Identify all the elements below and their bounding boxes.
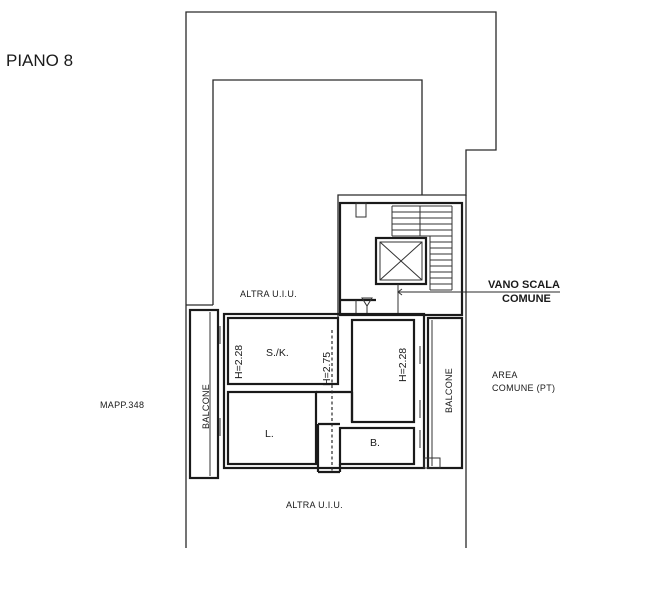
label-balcone-right: BALCONE xyxy=(444,368,454,413)
apartment-walls xyxy=(219,312,441,474)
height-label-mid: H=2.75 xyxy=(321,352,333,386)
label-altra-top: ALTRA U.I.U. xyxy=(240,289,297,299)
label-vano-comune: COMUNE xyxy=(502,293,551,305)
balcony-left xyxy=(188,308,220,480)
room-label-b: B. xyxy=(370,437,380,449)
label-altra-bottom: ALTRA U.I.U. xyxy=(286,500,343,510)
label-vano-scala: VANO SCALA xyxy=(488,279,560,291)
page-title: PIANO 8 xyxy=(6,51,73,70)
building-outline xyxy=(185,11,497,548)
label-area-comune: COMUNE (PT) xyxy=(492,383,555,393)
balcony-right xyxy=(426,316,464,470)
room-label-l: L. xyxy=(265,428,274,440)
height-label-right: H=2.28 xyxy=(397,348,409,382)
height-label-left: H=2.28 xyxy=(233,345,245,379)
label-mapp: MAPP.348 xyxy=(100,400,144,410)
label-area: AREA xyxy=(492,370,518,380)
label-balcone-left: BALCONE xyxy=(201,384,211,429)
room-label-sk: S./K. xyxy=(266,347,289,359)
